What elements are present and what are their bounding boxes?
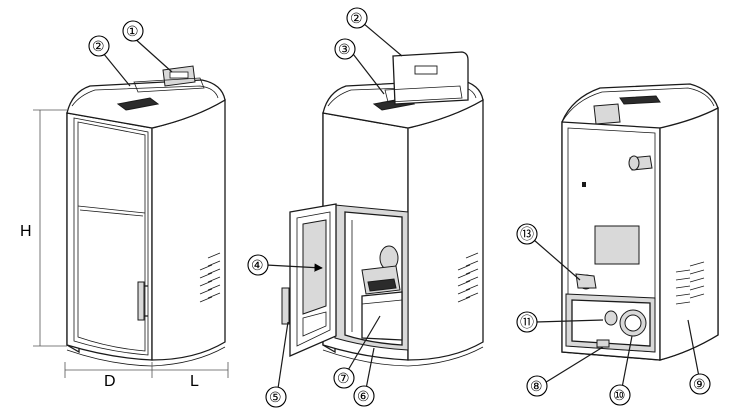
callout-7-label: ⑦ — [337, 370, 350, 386]
callout-3: ③ — [334, 38, 356, 60]
stove-front-view — [66, 65, 226, 367]
callout-4: ④ — [247, 254, 269, 276]
callout-3-label: ③ — [338, 41, 351, 57]
callout-2-front: ② — [88, 35, 110, 57]
callout-2-front-label: ② — [92, 38, 105, 54]
callout-6-label: ⑥ — [357, 388, 370, 404]
callout-11-label: ⑪ — [520, 314, 534, 330]
callout-13: ⑬ — [516, 223, 538, 245]
callout-9: ⑨ — [689, 373, 711, 395]
callout-2-open: ② — [346, 7, 368, 29]
callout-1: ① — [122, 20, 144, 42]
callout-4-label: ④ — [251, 257, 264, 273]
callout-8-label: ⑧ — [530, 378, 543, 394]
dimension-lines — [33, 109, 229, 378]
callout-2-open-label: ② — [350, 10, 363, 26]
stove-rear-view — [561, 83, 719, 361]
dimension-height-label: H — [20, 223, 32, 240]
stove-open-door-view — [281, 51, 484, 367]
callout-11: ⑪ — [516, 311, 538, 333]
callout-13-label: ⑬ — [520, 226, 534, 242]
callout-10-label: ⑩ — [613, 387, 626, 403]
callout-7: ⑦ — [333, 367, 355, 389]
callout-6: ⑥ — [353, 385, 375, 407]
callout-8: ⑧ — [526, 375, 548, 397]
callout-5-label: ⑤ — [269, 389, 282, 405]
callout-5: ⑤ — [265, 386, 287, 408]
callout-9-label: ⑨ — [693, 376, 706, 392]
dimension-length-label: L — [190, 373, 199, 390]
callout-1-label: ① — [126, 23, 139, 39]
dimension-depth-label: D — [104, 373, 116, 390]
callout-10: ⑩ — [609, 384, 631, 406]
